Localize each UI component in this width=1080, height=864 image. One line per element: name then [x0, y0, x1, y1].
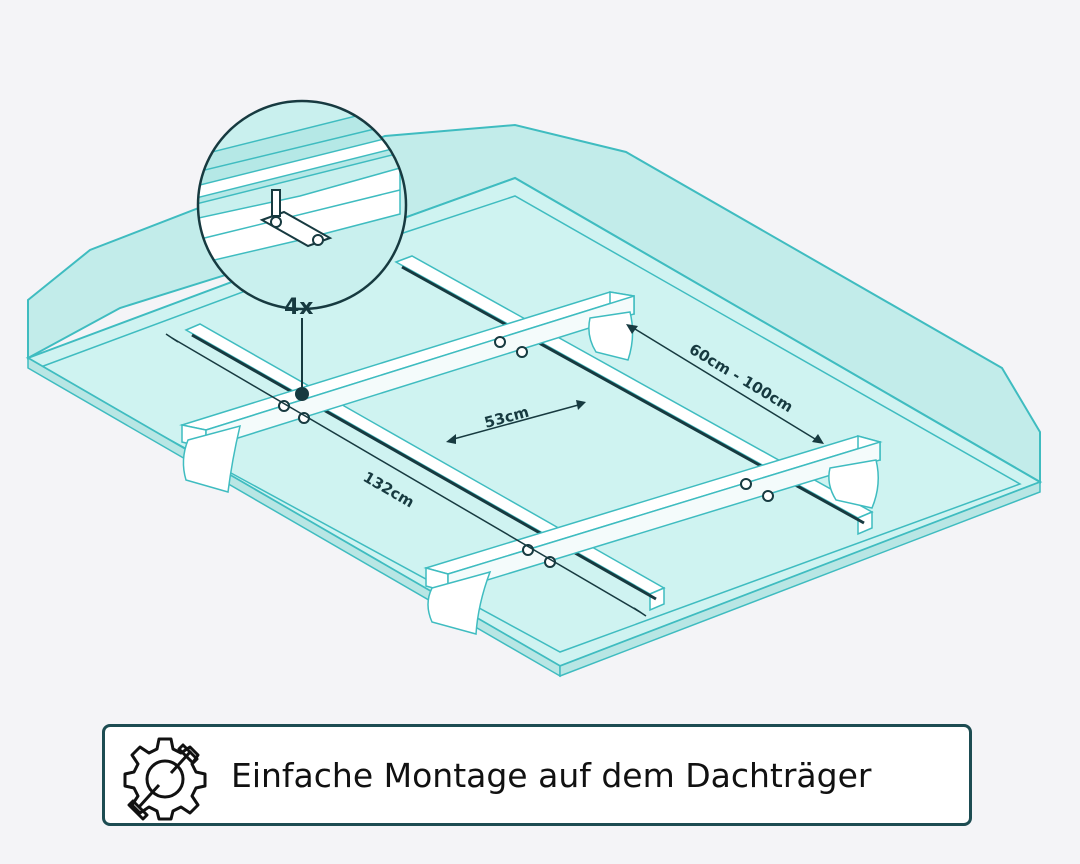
zoom-count-label: 4x — [284, 295, 314, 320]
roof-platform — [25, 123, 1043, 678]
roof-rack-diagram: 132cm 53cm 60cm - 100cm 4x — [25, 99, 1043, 678]
callout-marker — [295, 387, 309, 401]
zoom-callout — [196, 99, 408, 401]
gear-wrench-icon — [123, 737, 207, 821]
caption-box: Einfache Montage auf dem Dachträger — [102, 724, 972, 826]
caption-text: Einfache Montage auf dem Dachträger — [231, 755, 872, 795]
dimension-lines — [165, 324, 824, 617]
cross-bar-back — [179, 291, 635, 493]
cross-bar-front — [423, 435, 883, 635]
